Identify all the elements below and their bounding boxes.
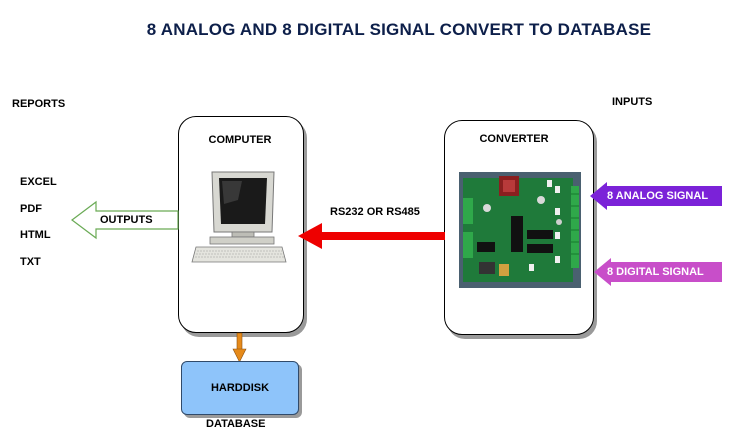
digital-signal-label: 8 DIGITAL SIGNAL [607,266,704,278]
analog-signal-label: 8 ANALOG SIGNAL [607,190,709,202]
outputs-label: OUTPUTS [100,214,153,226]
rs-link-label: RS232 OR RS485 [330,206,420,218]
page-title: 8 ANALOG AND 8 DIGITAL SIGNAL CONVERT TO… [146,20,652,39]
reports-heading: REPORTS [12,98,66,110]
circuit-board-icon [459,172,581,288]
harddisk-label: HARDDISK [210,382,270,394]
report-item-excel: EXCEL [20,176,57,188]
computer-icon [191,171,287,263]
converter-label: CONVERTER [479,133,549,145]
report-item-html: HTML [20,229,51,241]
report-item-txt: TXT [20,256,41,268]
database-caption: DATABASE [206,418,266,430]
computer-label: COMPUTER [208,134,272,146]
inputs-heading: INPUTS [612,96,653,108]
harddisk-box: HARDDISK [181,361,299,415]
report-item-pdf: PDF [20,203,42,215]
